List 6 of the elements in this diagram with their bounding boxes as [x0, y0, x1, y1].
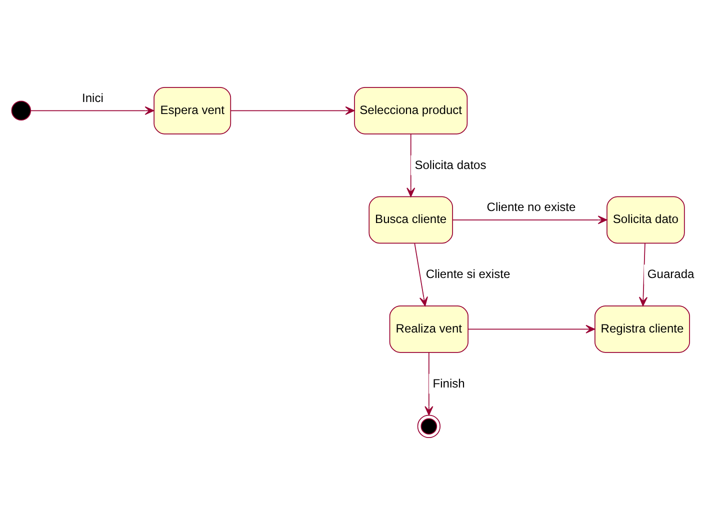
edge-label: Cliente no existe: [486, 200, 576, 214]
edge-label: Cliente si existe: [426, 266, 510, 281]
edge-label: Finish: [432, 376, 465, 390]
edge-label: Guarada: [647, 266, 694, 281]
edge-label: Solicita datos: [414, 157, 486, 172]
edge-label: Inici: [82, 90, 104, 104]
